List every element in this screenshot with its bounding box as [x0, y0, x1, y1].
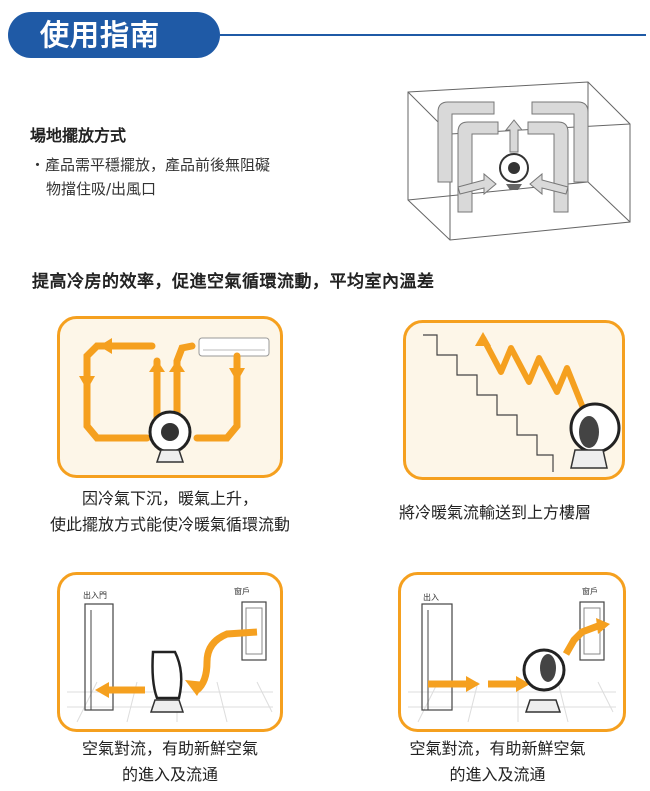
- panel-3-window-label: 窗戶: [234, 587, 250, 596]
- panel-stairs-illustration: [403, 320, 625, 480]
- panel-circulation-illustration: [57, 316, 283, 478]
- bullet-mark: ・: [30, 156, 46, 174]
- panel-1-caption: 因冷氣下沉，暖氣上升， 使此擺放方式能使冷暖氣循環流動: [0, 486, 340, 538]
- panel-door-window-illustration: [57, 572, 283, 732]
- page-title: 使用指南: [8, 12, 220, 58]
- panel-1-caption-line-2: 使此擺放方式能使冷暖氣循環流動: [49, 515, 290, 534]
- panel-window-outflow-illustration: [398, 572, 626, 732]
- panel-3-caption: 空氣對流，有助新鮮空氣 的進入及流通: [0, 736, 340, 788]
- panel-2-caption: 將冷暖氣流輸送到上方樓層: [398, 503, 591, 522]
- bullet-line-2: 物擋住吸/出風口: [46, 180, 157, 198]
- panel-4-caption: 空氣對流，有助新鮮空氣 的進入及流通: [345, 736, 650, 788]
- panel-4-window-label: 窗戶: [582, 587, 598, 596]
- panel-4-caption-line-2: 的進入及流通: [449, 765, 546, 784]
- panel-4-caption-line-1: 空氣對流，有助新鮮空氣: [409, 739, 586, 758]
- panel-3-caption-line-2: 的進入及流通: [121, 765, 218, 784]
- panel-3-door-label: 出入門: [83, 591, 107, 600]
- panel-4-door-label: 出入: [423, 593, 439, 602]
- panel-3-caption-line-1: 空氣對流，有助新鮮空氣: [81, 739, 258, 758]
- title-divider: [220, 34, 646, 36]
- placement-heading: 場地擺放方式: [30, 126, 127, 145]
- bullet-line-1: 產品需平穩擺放，產品前後無阻礙: [45, 156, 271, 174]
- panel-1-caption-line-1: 因冷氣下沉，暖氣上升，: [81, 489, 258, 508]
- efficiency-heading: 提高冷房的效率，促進空氣循環流動，平均室內溫差: [32, 272, 435, 292]
- placement-bullet: ・產品需平穩擺放，產品前後無阻礙 物擋住吸/出風口: [30, 153, 365, 201]
- room-airflow-illustration: [407, 81, 631, 241]
